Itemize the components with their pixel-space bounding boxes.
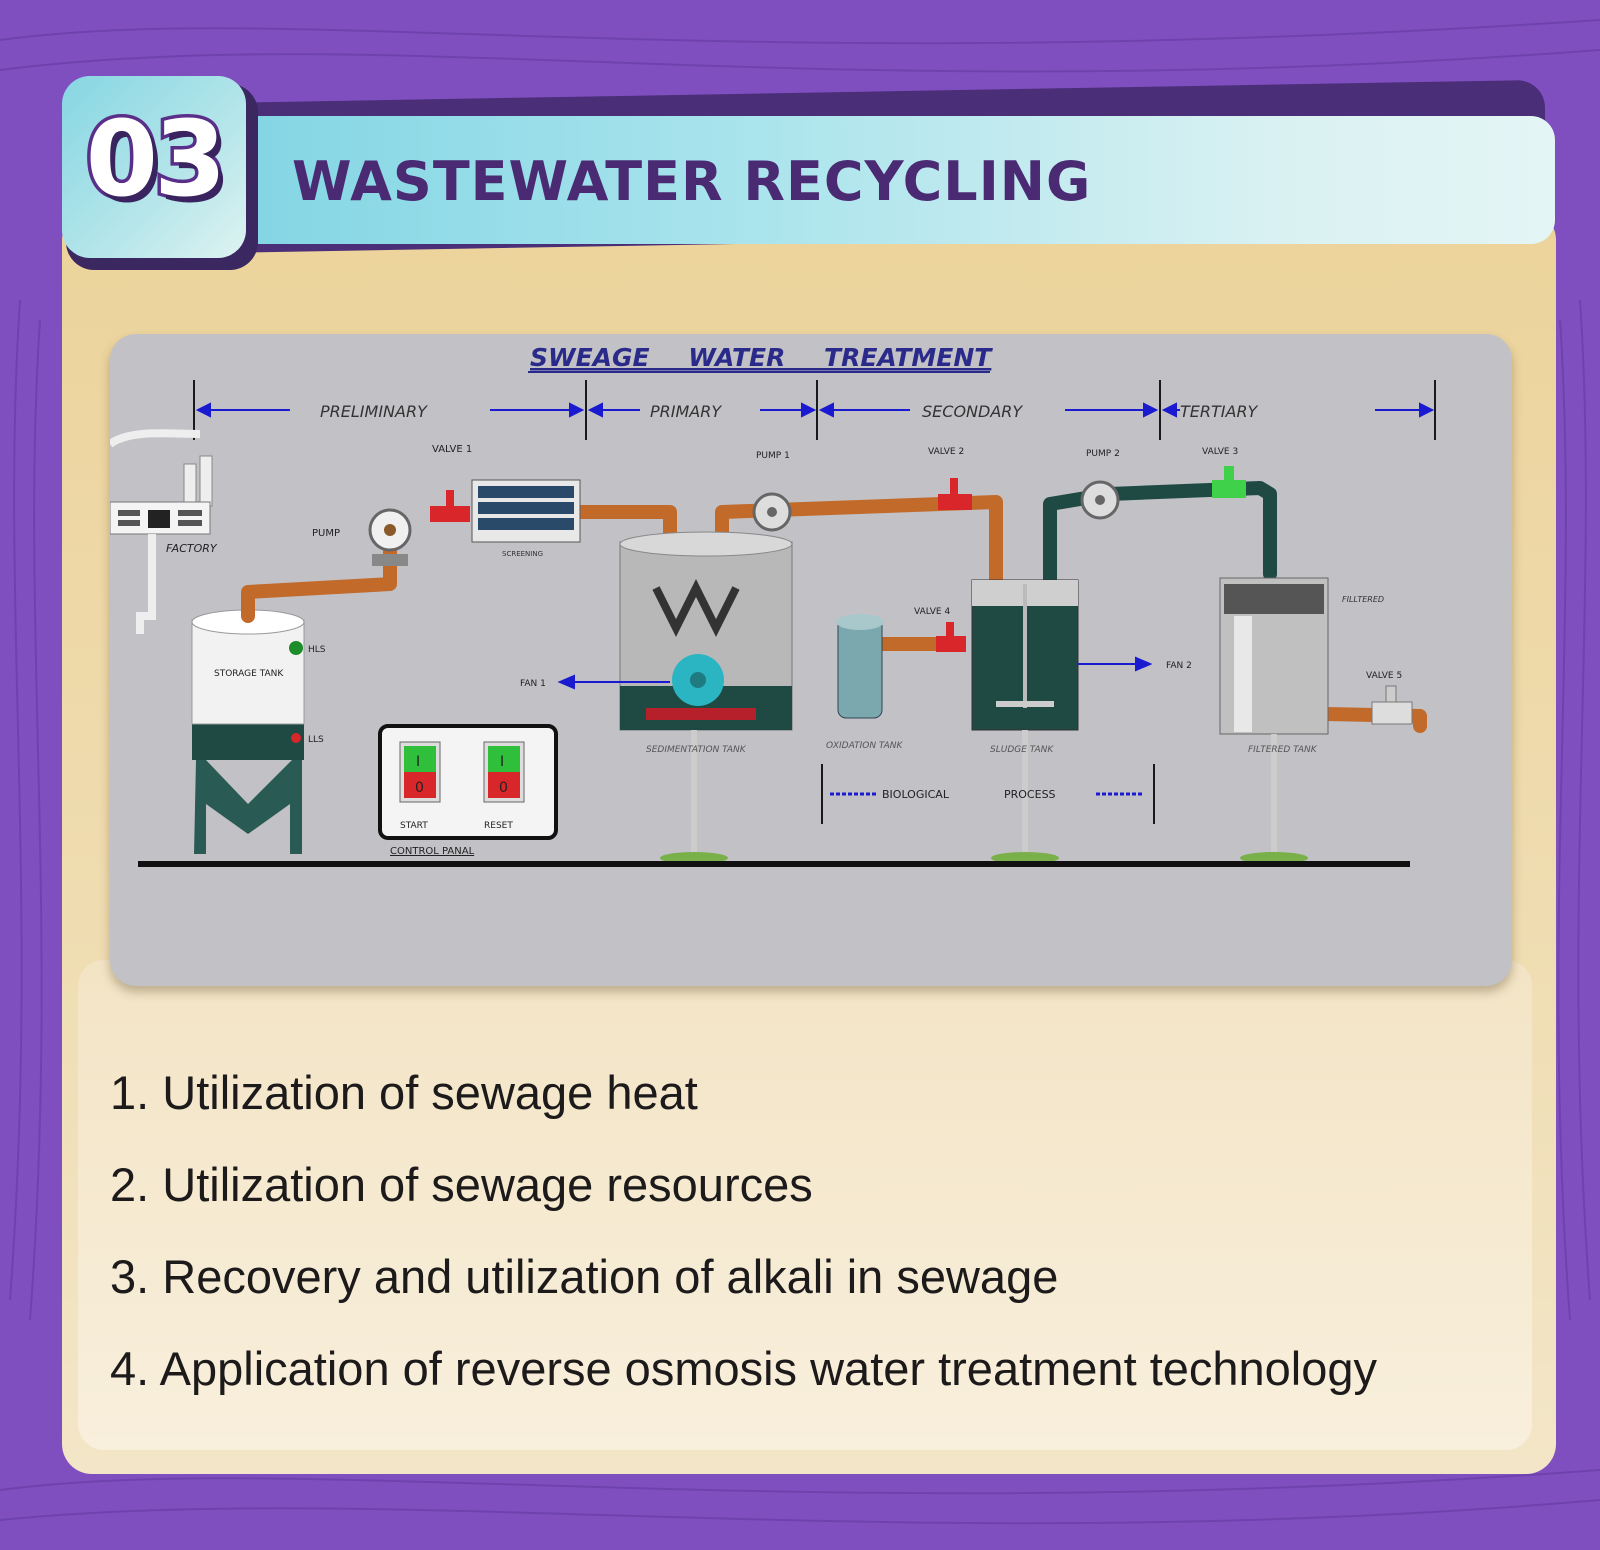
factory-label: FACTORY — [166, 542, 218, 555]
valve-5-icon — [1371, 685, 1413, 725]
valve-1-label: VALVE 1 — [432, 444, 472, 455]
pump-2-label: PUMP 2 — [1086, 449, 1120, 459]
oxidation-tank-label: OXIDATION TANK — [826, 741, 903, 751]
treatment-diagram: SWEAGE WATER TREATMENT PRELIMINARY PRIMA… — [110, 334, 1512, 986]
sedimentation-tank — [619, 531, 793, 864]
pump-1-icon — [752, 492, 792, 532]
fan-1-label: FAN 1 — [520, 679, 546, 689]
valve-2-icon — [938, 478, 972, 510]
reset-switch-off: 0 — [499, 780, 508, 796]
pump-1-label: PUMP 1 — [756, 451, 790, 461]
screening-label: SCREENING — [502, 550, 543, 558]
list-panel — [78, 960, 1532, 1450]
valve-4-label: VALVE 4 — [914, 607, 950, 617]
list-item: 4. Application of reverse osmosis water … — [110, 1342, 1378, 1395]
valve-1-icon — [430, 490, 470, 522]
stage-secondary: SECONDARY — [922, 402, 1023, 421]
number-badge — [62, 76, 246, 258]
diagram-title: SWEAGE WATER TREATMENT — [530, 343, 993, 372]
storage-tank-label: STORAGE TANK — [214, 669, 284, 679]
start-switch-on: I — [416, 754, 420, 770]
valve-5-label: VALVE 5 — [1366, 671, 1402, 681]
control-panel-label: CONTROL PANAL — [390, 846, 475, 857]
factory-icon — [110, 429, 213, 634]
sedimentation-tank-label: SEDIMENTATION TANK — [646, 745, 747, 755]
fan-2-label: FAN 2 — [1166, 661, 1192, 671]
sludge-tank — [971, 579, 1079, 864]
list-item: 2. Utilization of sewage resources — [110, 1158, 813, 1211]
storage-tank — [191, 609, 305, 854]
valve-3-icon — [1212, 466, 1246, 498]
biological-label: BIOLOGICAL — [882, 788, 950, 801]
reset-switch-on: I — [500, 754, 504, 770]
list-item: 1. Utilization of sewage heat — [110, 1066, 698, 1119]
reset-switch[interactable]: I 0 — [483, 741, 525, 803]
sludge-tank-label: SLUDGE TANK — [990, 745, 1054, 755]
valve-2-label: VALVE 2 — [928, 447, 964, 457]
benefits-list: 1. Utilization of sewage heat 2. Utiliza… — [110, 1060, 1377, 1428]
stage-tertiary: TERTIARY — [1180, 402, 1259, 421]
page-title: WASTEWATER RECYCLING — [292, 150, 1092, 213]
lls-label: LLS — [308, 735, 324, 745]
process-label: PROCESS — [1004, 788, 1056, 801]
pump-label: PUMP — [312, 528, 340, 539]
valve-4-icon — [936, 622, 966, 652]
pump-2-icon — [1080, 480, 1120, 520]
reset-label: RESET — [484, 821, 513, 831]
filtered-tank-label: FILTERED TANK — [1248, 745, 1318, 755]
hls-label: HLS — [308, 645, 326, 655]
stage-primary: PRIMARY — [650, 402, 722, 421]
screening-unit — [471, 479, 581, 543]
stage-preliminary: PRELIMINARY — [320, 402, 428, 421]
start-switch-off: 0 — [415, 780, 424, 796]
start-label: START — [400, 821, 428, 831]
filtered-label: FILLTERED — [1342, 595, 1384, 604]
oxidation-tank — [836, 614, 884, 719]
section-number: 03 — [82, 95, 230, 224]
header-band — [160, 116, 1555, 244]
filtered-tank — [1219, 577, 1329, 864]
valve-3-label: VALVE 3 — [1202, 447, 1238, 457]
list-item: 3. Recovery and utilization of alkali in… — [110, 1250, 1059, 1303]
start-switch[interactable]: I 0 — [399, 741, 441, 803]
pump-icon — [368, 508, 412, 566]
